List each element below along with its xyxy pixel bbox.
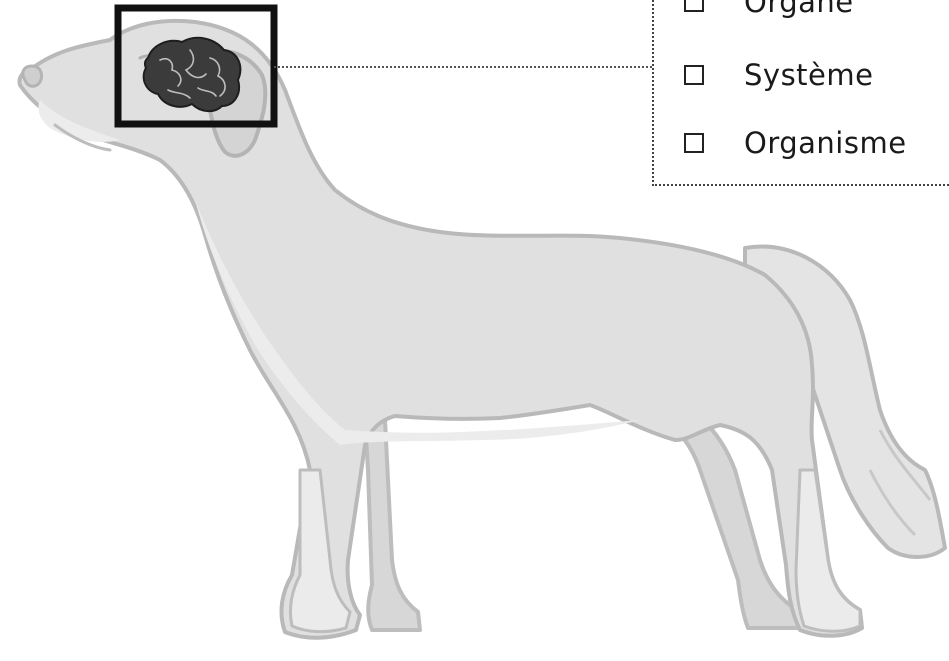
checkbox-organe[interactable] bbox=[684, 0, 704, 12]
option-organe: Organe bbox=[684, 0, 854, 22]
choice-box: Organe Système Organisme bbox=[652, 0, 949, 186]
checkbox-organisme[interactable] bbox=[684, 133, 704, 153]
option-label: Organisme bbox=[744, 126, 907, 160]
option-systeme: Système bbox=[684, 55, 873, 95]
option-label: Organe bbox=[744, 0, 854, 19]
option-label: Système bbox=[744, 58, 873, 92]
dog-far-front-leg bbox=[365, 420, 420, 630]
checkbox-systeme[interactable] bbox=[684, 65, 704, 85]
option-organisme: Organisme bbox=[684, 123, 907, 163]
